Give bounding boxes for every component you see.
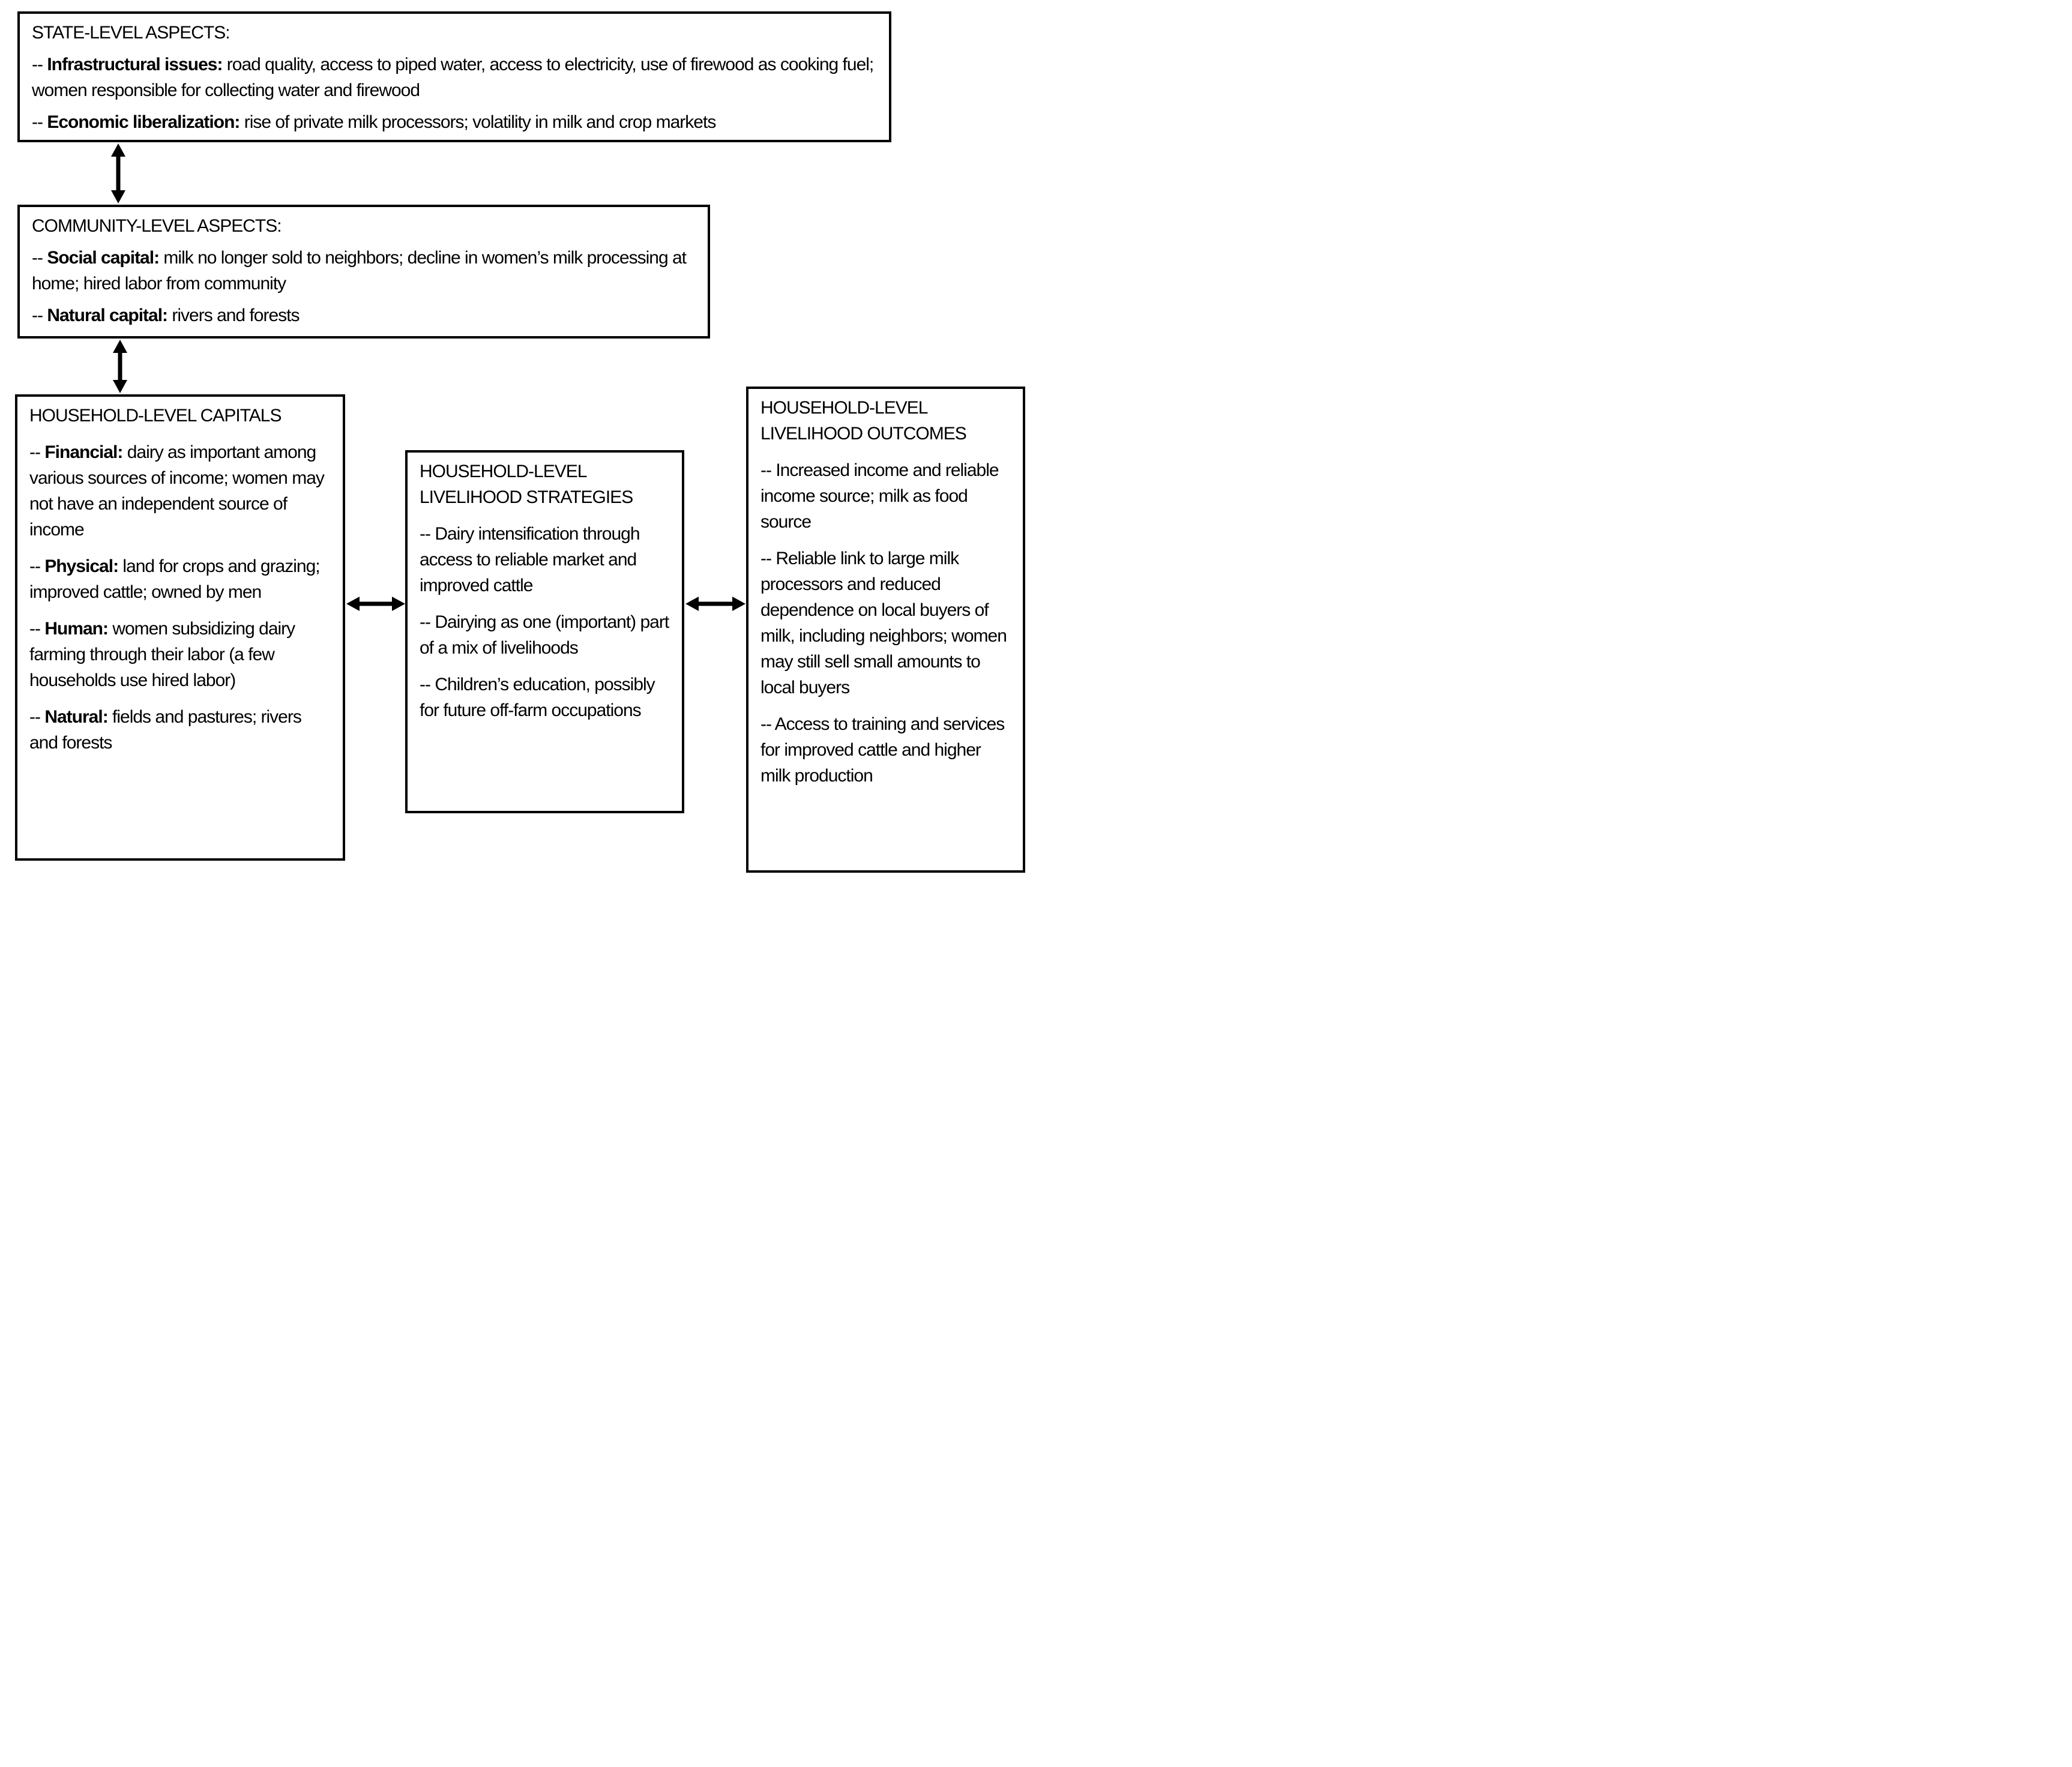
bullet-dash: -- (32, 306, 47, 325)
bullet-label: Financial: (44, 442, 123, 462)
bullet-item: -- Dairying as one (important) part of a… (420, 609, 670, 661)
bullet-dash: -- (32, 112, 47, 132)
bullet-dash: -- (29, 442, 45, 462)
community-level-aspects-box: COMMUNITY-LEVEL ASPECTS: -- Social capit… (17, 205, 710, 339)
bullet-label: Human: (44, 619, 109, 639)
bullet-label: Physical: (44, 556, 119, 576)
livelihood-outcomes-box: HOUSEHOLD-LEVEL LIVELIHOOD OUTCOMES -- I… (746, 387, 1025, 873)
bullet-text: Access to training and services for impr… (760, 714, 1005, 786)
double-arrow-strategies-outcomes (685, 592, 745, 615)
livelihood-strategies-box: HOUSEHOLD-LEVEL LIVELIHOOD STRATEGIES --… (405, 450, 684, 813)
bullet-label: Social capital: (47, 248, 160, 268)
box-title: HOUSEHOLD-LEVEL LIVELIHOOD OUTCOMES (760, 398, 967, 444)
bullet-item: -- Infrastructural issues: road quality,… (32, 52, 877, 103)
bullet-text: rivers and forests (167, 306, 300, 325)
bullet-item: -- Children’s education, possibly for fu… (420, 672, 670, 723)
bullet-item: -- Physical: land for crops and grazing;… (29, 553, 331, 605)
bullet-dash: -- (760, 549, 776, 568)
bullet-dash: -- (29, 556, 45, 576)
bullet-dash: -- (32, 248, 47, 268)
bullet-dash: -- (29, 707, 45, 727)
bullet-text: Dairy intensification through access to … (420, 524, 640, 595)
bullet-dash: -- (420, 524, 435, 544)
bullet-text: dairy as important among various sources… (29, 442, 325, 540)
box-title: COMMUNITY-LEVEL ASPECTS: (32, 216, 282, 236)
bullet-label: Natural: (44, 707, 108, 727)
state-level-aspects-box: STATE-LEVEL ASPECTS: -- Infrastructural … (17, 11, 891, 142)
bullet-label: Infrastructural issues: (47, 55, 223, 74)
double-arrow-capitals-strategies (346, 592, 405, 615)
bullet-text: Dairying as one (important) part of a mi… (420, 612, 669, 658)
box-title: HOUSEHOLD-LEVEL LIVELIHOOD STRATEGIES (420, 462, 633, 507)
bullet-dash: -- (29, 619, 45, 639)
bullet-item: -- Natural: fields and pastures; rivers … (29, 704, 331, 756)
bullet-item: -- Reliable link to large milk processor… (760, 546, 1011, 700)
bullet-text: rise of private milk processors; volatil… (239, 112, 717, 132)
bullet-item: -- Economic liberalization: rise of priv… (32, 109, 877, 135)
bullet-text: Children’s education, possibly for futur… (420, 675, 655, 720)
bullet-item: -- Financial: dairy as important among v… (29, 439, 331, 543)
bullet-dash: -- (420, 612, 435, 632)
double-arrow-state-community (107, 143, 130, 203)
box-title: HOUSEHOLD-LEVEL CAPITALS (29, 406, 282, 426)
bullet-text: milk no longer sold to neighbors; declin… (32, 248, 687, 293)
bullet-text: road quality, access to piped water, acc… (32, 55, 874, 100)
bullet-text: land for crops and grazing; improved cat… (29, 556, 321, 602)
bullet-item: -- Dairy intensification through access … (420, 521, 670, 598)
bullet-dash: -- (760, 460, 776, 480)
diagram-canvas: STATE-LEVEL ASPECTS: -- Infrastructural … (0, 0, 1036, 884)
bullet-dash: -- (760, 714, 775, 734)
box-title: STATE-LEVEL ASPECTS: (32, 23, 230, 43)
bullet-label: Natural capital: (47, 306, 168, 325)
bullet-dash: -- (420, 675, 435, 694)
double-arrow-community-capitals (109, 340, 131, 393)
bullet-dash: -- (32, 55, 47, 74)
bullet-item: -- Social capital: milk no longer sold t… (32, 245, 696, 297)
bullet-item: -- Increased income and reliable income … (760, 457, 1011, 535)
bullet-label: Economic liberalization: (47, 112, 240, 132)
bullet-item: -- Human: women subsidizing dairy farmin… (29, 616, 331, 693)
bullet-item: -- Access to training and services for i… (760, 711, 1011, 789)
bullet-item: -- Natural capital: rivers and forests (32, 303, 696, 328)
household-capitals-box: HOUSEHOLD-LEVEL CAPITALS -- Financial: d… (15, 394, 345, 861)
bullet-text: fields and pastures; rivers and forests (29, 707, 302, 753)
bullet-text: Increased income and reliable income sou… (760, 460, 999, 532)
bullet-text: Reliable link to large milk processors a… (760, 549, 1007, 697)
bullet-text: women subsidizing dairy farming through … (29, 619, 295, 690)
